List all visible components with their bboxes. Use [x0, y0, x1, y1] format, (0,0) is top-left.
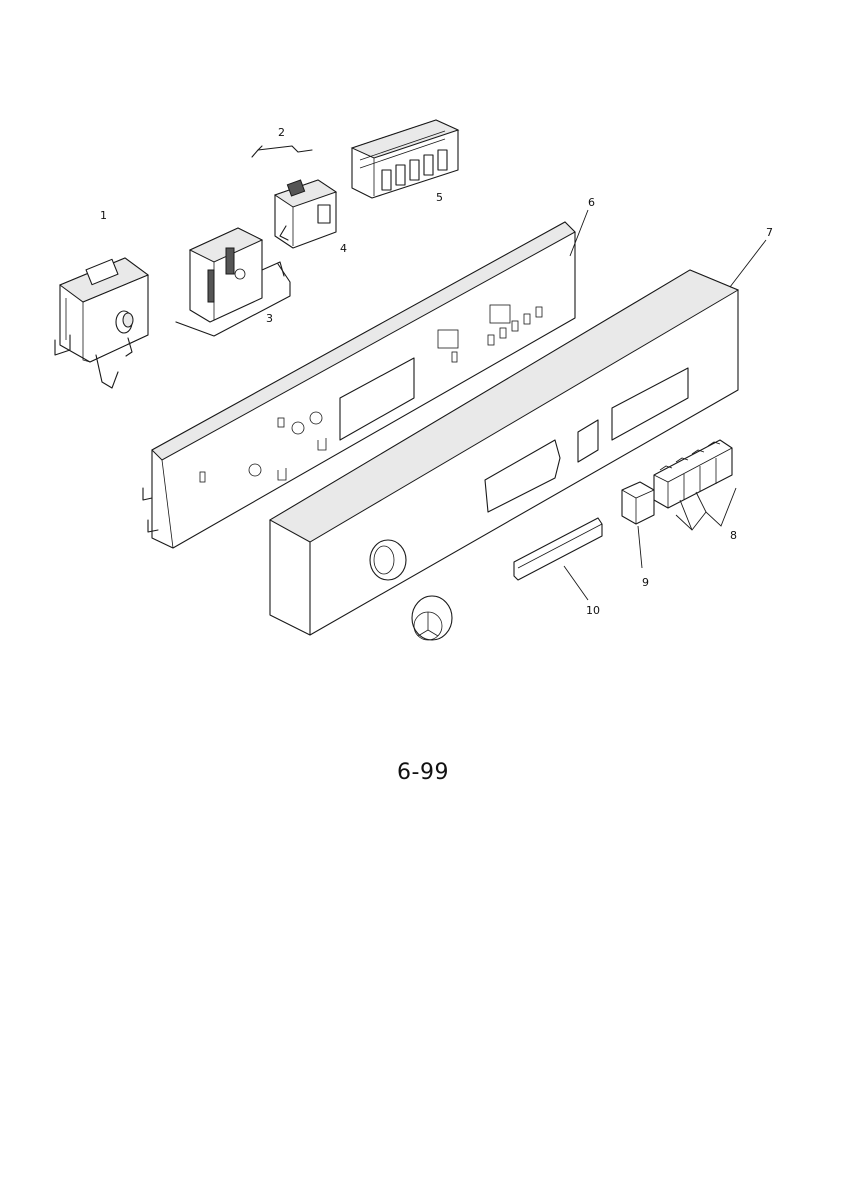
callout-7: 7: [766, 226, 773, 239]
callout-5: 5: [436, 191, 443, 204]
callout-9: 9: [642, 576, 649, 589]
callout-1: 1: [100, 209, 107, 222]
callout-6: 6: [588, 196, 595, 209]
callout-labels: 1 2 3 4 5 6 7 8 9 10: [100, 126, 773, 617]
page-number: 6-99: [397, 760, 449, 785]
part-1-timer-module: [54, 257, 150, 389]
selector-knob: [411, 595, 453, 641]
part-8-button-set: [653, 439, 733, 509]
callout-3: 3: [266, 312, 273, 325]
part-5-plungers: [381, 149, 448, 191]
part-6-inner-control-panel: [142, 221, 576, 549]
part-5-pushbutton-switch-block: [350, 119, 460, 199]
part-10-lens-strip: [513, 517, 603, 581]
part-3-switch-bracket: [175, 227, 291, 337]
part-9-button: [621, 481, 655, 525]
callout-10: 10: [586, 604, 600, 617]
callout-8: 8: [730, 529, 737, 542]
part-7-outer-control-panel: [268, 269, 740, 636]
part-4-switch: [273, 179, 338, 249]
part-2-wire-spring: [251, 145, 313, 158]
callout-2: 2: [278, 126, 285, 139]
callout-4: 4: [340, 242, 347, 255]
part-6-slots: [487, 306, 543, 346]
leader-lines: [563, 209, 767, 601]
